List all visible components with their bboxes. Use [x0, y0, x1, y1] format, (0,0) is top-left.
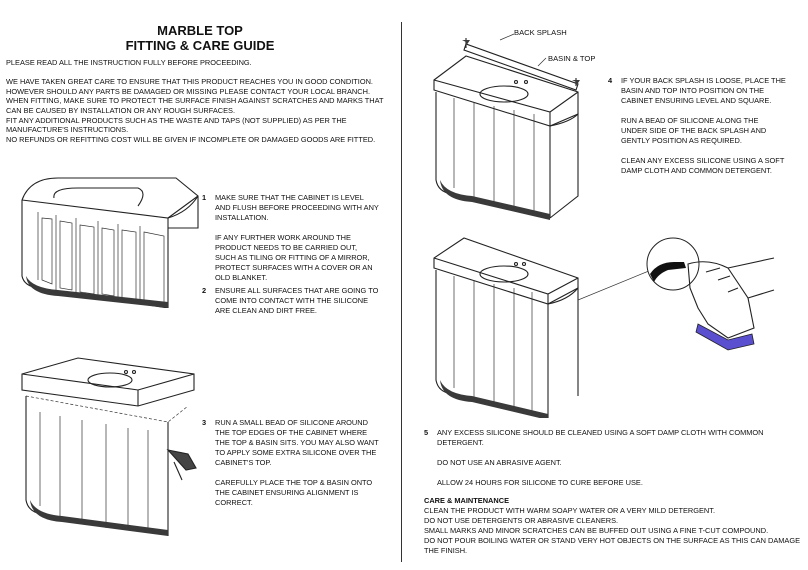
step-text: MAKE SURE THAT THE CABINET IS LEVEL AND …: [215, 193, 379, 222]
step-text: RUN A SMALL BEAD OF SILICONE AROUND THE …: [215, 418, 379, 467]
callout-leader: [499, 33, 547, 67]
cleaning-illustration: [433, 237, 579, 418]
step-text: CLEAN ANY EXCESS SILICONE USING A SOFT D…: [621, 156, 785, 175]
step-number: 1: [202, 193, 207, 202]
step-4: 4 IF YOUR BACK SPLASH IS LOOSE, PLACE TH…: [608, 76, 786, 186]
page-subtitle: FITTING & CARE GUIDE: [125, 38, 275, 53]
step-5: 5 ANY EXCESS SILICONE SHOULD BE CLEANED …: [424, 428, 804, 498]
step-2: 2 ENSURE ALL SURFACES THAT ARE GOING TO …: [202, 286, 380, 326]
step-number: 4: [608, 76, 613, 85]
care-heading: CARE & MAINTENANCE: [424, 496, 509, 505]
cabinet-illustration: [21, 177, 199, 308]
back-splash-label: BACK SPLASH: [514, 28, 567, 37]
step-text: RUN A BEAD OF SILICONE ALONG THE UNDER S…: [621, 116, 767, 145]
care-maintenance: CARE & MAINTENANCE CLEAN THE PRODUCT WIT…: [424, 496, 804, 556]
step-text: ANY EXCESS SILICONE SHOULD BE CLEANED US…: [437, 428, 764, 447]
intro-paragraph: WE HAVE TAKEN GREAT CARE TO ENSURE THAT …: [6, 77, 373, 96]
step-text: ALLOW 24 HOURS FOR SILICONE TO CURE BEFO…: [437, 478, 643, 487]
step-3: 3 RUN A SMALL BEAD OF SILICONE AROUND TH…: [202, 418, 380, 518]
step-text: ENSURE ALL SURFACES THAT ARE GOING TO CO…: [215, 286, 379, 315]
cabinet-top-illustration: [21, 357, 197, 536]
step-text: IF ANY FURTHER WORK AROUND THE PRODUCT N…: [215, 233, 373, 282]
step-number: 5: [424, 428, 429, 437]
step-number: 2: [202, 286, 207, 295]
intro-paragraph: NO REFUNDS OR REFITTING COST WILL BE GIV…: [6, 134, 376, 144]
basin-top-label: BASIN & TOP: [548, 54, 596, 63]
step-text: DO NOT USE AN ABRASIVE AGENT.: [437, 458, 562, 467]
column-divider: [401, 22, 402, 562]
intro-paragraph: PLEASE READ ALL THE INSTRUCTION FULLY BE…: [6, 58, 252, 67]
care-line: DO NOT USE DETERGENTS OR ABRASIVE CLEANE…: [424, 516, 619, 525]
intro-paragraph: FIT ANY ADDITIONAL PRODUCTS SUCH AS THE …: [6, 115, 347, 135]
back-splash-illustration: [433, 32, 580, 220]
care-line: SMALL MARKS AND MINOR SCRATCHES CAN BE B…: [424, 526, 769, 535]
step-text: IF YOUR BACK SPLASH IS LOOSE, PLACE THE …: [621, 76, 786, 105]
care-line: DO NOT POUR BOILING WATER OR STAND VERY …: [424, 536, 801, 555]
intro-paragraph: WHEN FITTING, MAKE SURE TO PROTECT THE S…: [6, 96, 384, 115]
care-line: CLEAN THE PRODUCT WITH WARM SOAPY WATER …: [424, 506, 716, 515]
hand-cloth-icon: [578, 237, 775, 351]
step-1: 1 MAKE SURE THAT THE CABINET IS LEVEL AN…: [202, 193, 380, 293]
step-number: 3: [202, 418, 207, 427]
intro-text: PLEASE READ ALL THE INSTRUCTION FULLY BE…: [6, 58, 401, 144]
step-text: CAREFULLY PLACE THE TOP & BASIN ONTO THE…: [215, 478, 373, 507]
page-title: MARBLE TOP: [157, 23, 243, 38]
